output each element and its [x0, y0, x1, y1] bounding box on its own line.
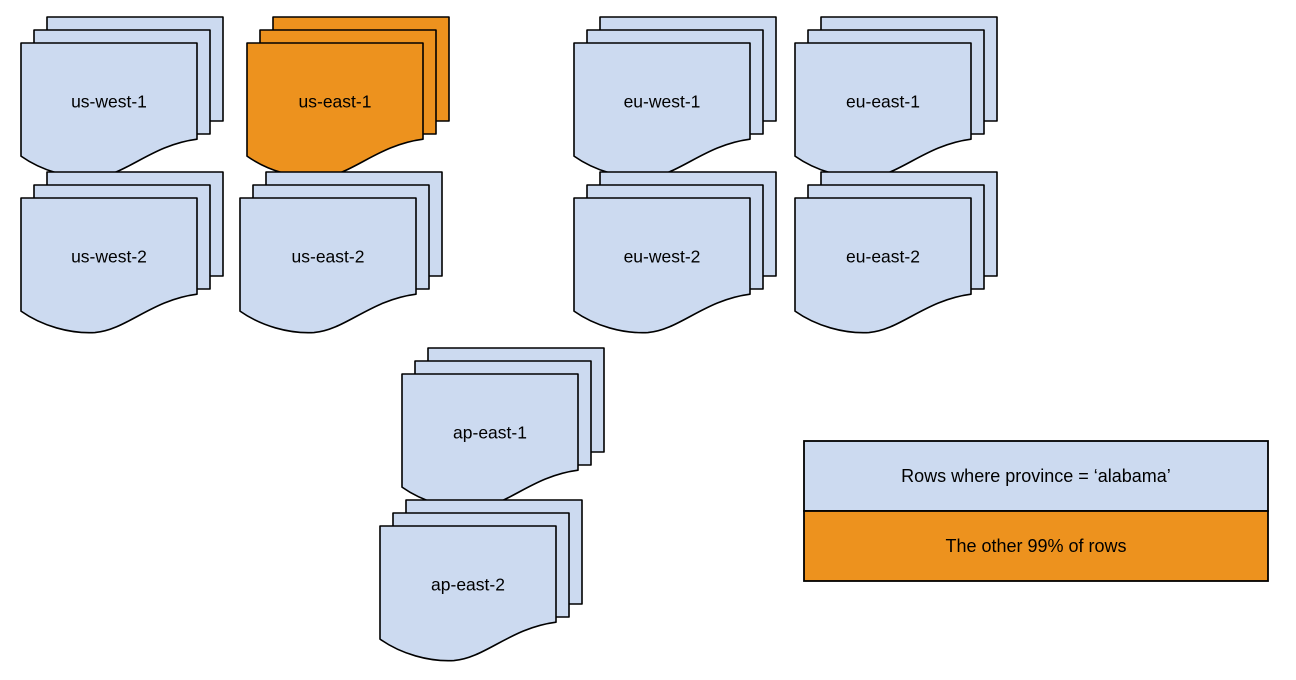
region-stack-label: us-east-2 [292, 246, 365, 266]
region-stack-us-west-1[interactable]: us-west-1 [20, 16, 224, 179]
region-stack-us-east-2[interactable]: us-east-2 [239, 171, 443, 334]
document-sheet-front [239, 197, 417, 334]
region-stack-label: eu-west-1 [624, 91, 701, 111]
document-sheet-front [379, 525, 557, 662]
region-stack-us-west-2[interactable]: us-west-2 [20, 171, 224, 334]
region-stack-eu-west-2[interactable]: eu-west-2 [573, 171, 777, 334]
region-stack-ap-east-2[interactable]: ap-east-2 [379, 499, 583, 662]
legend-row-other-swatch [803, 510, 1269, 582]
legend-row-other-label: The other 99% of rows [945, 536, 1126, 556]
region-stack-label: us-west-2 [71, 246, 147, 266]
document-sheet-front [794, 197, 972, 334]
region-stack-eu-east-2[interactable]: eu-east-2 [794, 171, 998, 334]
region-stack-ap-east-1[interactable]: ap-east-1 [401, 347, 605, 510]
region-stack-eu-east-1[interactable]: eu-east-1 [794, 16, 998, 179]
legend-row-alabama-swatch [803, 440, 1269, 512]
region-stack-label: ap-east-2 [431, 574, 505, 594]
document-sheet-front [20, 197, 198, 334]
region-stacks-layer: us-west-1 us-east-1 eu-west-1 eu-east-1 us-w… [20, 16, 998, 662]
region-stack-label: us-east-1 [299, 91, 372, 111]
legend-row-alabama-label: Rows where province = ‘alabama’ [901, 466, 1171, 486]
region-stack-label: eu-east-2 [846, 246, 920, 266]
region-stack-us-east-1[interactable]: us-east-1 [246, 16, 450, 179]
legend: Rows where province = ‘alabama’ The other… [803, 440, 1269, 582]
region-stack-label: us-west-1 [71, 91, 147, 111]
region-stack-eu-west-1[interactable]: eu-west-1 [573, 16, 777, 179]
region-stack-label: eu-west-2 [624, 246, 701, 266]
region-stack-label: eu-east-1 [846, 91, 920, 111]
document-sheet-front [573, 197, 751, 334]
region-stack-label: ap-east-1 [453, 422, 527, 442]
